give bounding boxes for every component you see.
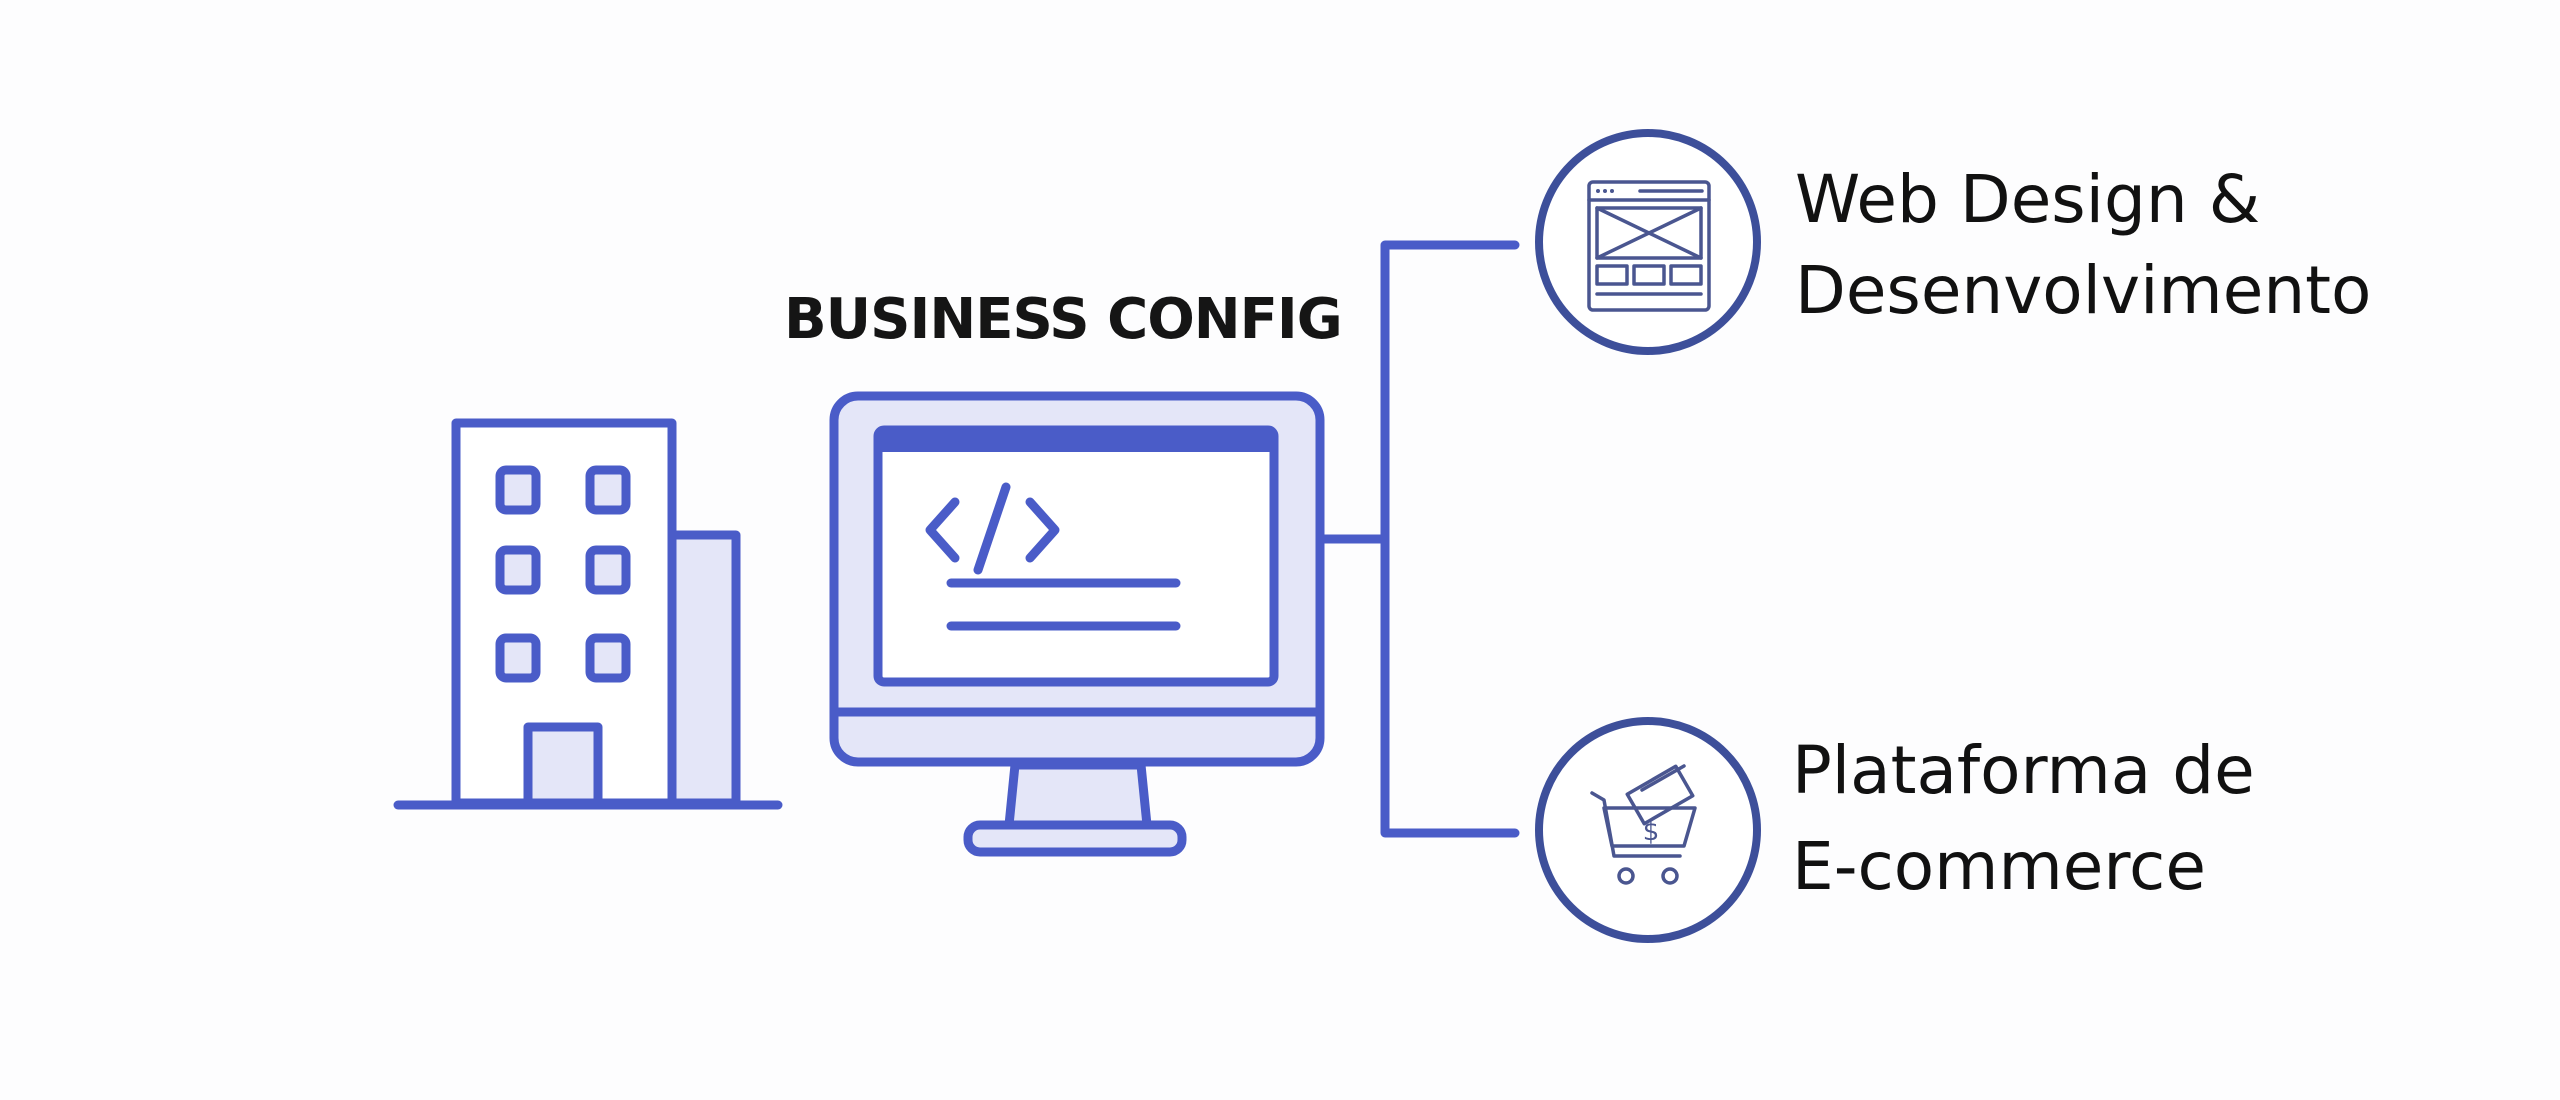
- monitor-code-icon: [829, 391, 1325, 857]
- service-label-line: E-commerce: [1792, 828, 2206, 905]
- service-label-line: Desenvolvimento: [1795, 252, 2371, 329]
- shopping-cart-icon: $: [1590, 764, 1697, 885]
- building-icon: [393, 418, 783, 810]
- service-web-design: Web Design & Desenvolvimento: [1535, 129, 2371, 355]
- diagram-title: BUSINESS CONFIG: [784, 287, 1342, 352]
- connector-lines: [1315, 240, 1520, 838]
- web-layout-icon: [1587, 180, 1711, 312]
- service-ecommerce: $ Plataforma de E-commerce: [1535, 717, 2255, 943]
- service-label-line: Web Design &: [1795, 161, 2260, 238]
- dollar-symbol: $: [1643, 817, 1660, 847]
- service-label-line: Plataforma de: [1792, 732, 2255, 809]
